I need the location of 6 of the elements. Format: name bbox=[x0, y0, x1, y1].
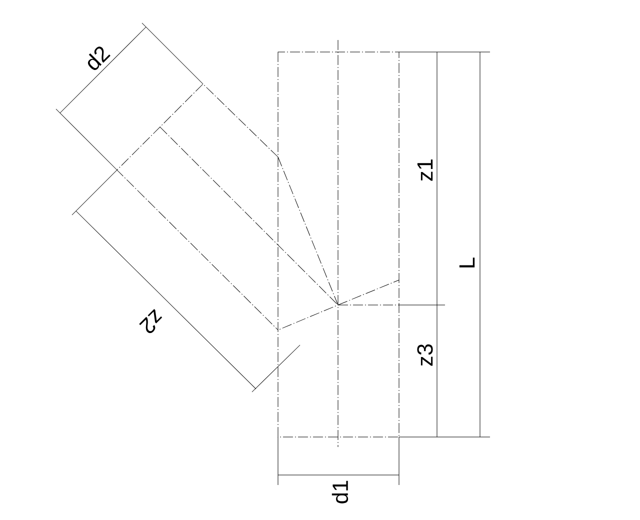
dimension-label: z1 bbox=[417, 159, 433, 181]
dimension-label: z2 bbox=[139, 308, 162, 334]
dimension-label: z3 bbox=[417, 344, 433, 366]
dimension-label: L bbox=[459, 258, 475, 268]
dimension-label: d2 bbox=[88, 46, 110, 70]
dimension-label: d1 bbox=[332, 480, 348, 504]
